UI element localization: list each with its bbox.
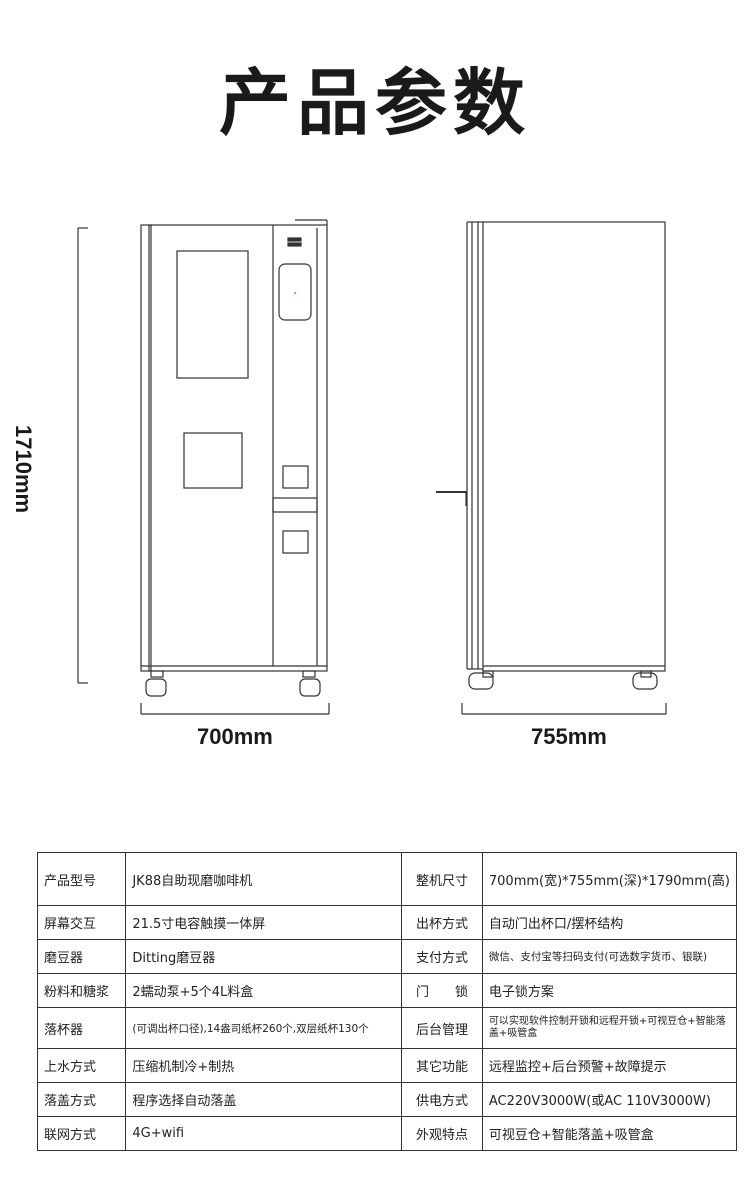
table-row: 上水方式 压缩机制冷+制热 其它功能 远程监控+后台预警+故障提示 <box>36 1048 738 1083</box>
spec-value: 可以实现软件控制开锁和远程开锁+可视豆仓+智能落盖+吸管盒 <box>481 1007 738 1049</box>
spec-value: 程序选择自动落盖 <box>125 1082 403 1117</box>
spec-key: 整机尺寸 <box>401 852 483 906</box>
spec-value: 4G+wifi <box>125 1116 403 1151</box>
spec-value: 微信、支付宝等扫码支付(可选数字货币、银联) <box>481 939 738 974</box>
spec-table: 产品型号 JK88自助现磨咖啡机 整机尺寸 700mm(宽)*755mm(深)*… <box>36 852 738 1151</box>
machine-dimension-drawing <box>77 219 667 715</box>
spec-key: 落杯器 <box>36 1007 127 1049</box>
spec-key: 出杯方式 <box>401 905 483 940</box>
spec-key: 产品型号 <box>36 852 127 906</box>
table-row: 落盖方式 程序选择自动落盖 供电方式 AC220V3000W(或AC 110V3… <box>36 1082 738 1117</box>
spec-value: Ditting磨豆器 <box>125 939 403 974</box>
spec-key: 联网方式 <box>36 1116 127 1151</box>
table-row: 屏幕交互 21.5寸电容触摸一体屏 出杯方式 自动门出杯口/摆杯结构 <box>36 905 738 940</box>
spec-value: 远程监控+后台预警+故障提示 <box>481 1048 738 1083</box>
side-depth-dimension-line <box>461 703 667 715</box>
spec-value: 自动门出杯口/摆杯结构 <box>481 905 738 940</box>
spec-key: 外观特点 <box>401 1116 483 1151</box>
height-dimension-line <box>77 227 88 684</box>
page-title: 产品参数 <box>218 61 531 145</box>
table-row: 联网方式 4G+wifi 外观特点 可视豆仓+智能落盖+吸管盒 <box>36 1116 738 1151</box>
spec-value: 2蠕动泵+5个4L料盒 <box>125 973 403 1008</box>
spec-value: 压缩机制冷+制热 <box>125 1048 403 1083</box>
spec-key: 磨豆器 <box>36 939 127 974</box>
spec-key: 支付方式 <box>401 939 483 974</box>
table-row: 产品型号 JK88自助现磨咖啡机 整机尺寸 700mm(宽)*755mm(深)*… <box>36 852 738 906</box>
spec-value: 21.5寸电容触摸一体屏 <box>125 905 403 940</box>
table-row: 落杯器 (可调出杯口径),14盎司纸杯260个,双层纸杯130个 后台管理 可以… <box>36 1007 738 1049</box>
table-row: 粉料和糖浆 2蠕动泵+5个4L料盒 门 锁 电子锁方案 <box>36 973 738 1008</box>
spec-key: 落盖方式 <box>36 1082 127 1117</box>
spec-value: 700mm(宽)*755mm(深)*1790mm(高) <box>481 852 738 906</box>
spec-key: 供电方式 <box>401 1082 483 1117</box>
spec-key: 屏幕交互 <box>36 905 127 940</box>
spec-value: JK88自助现磨咖啡机 <box>125 852 403 906</box>
spec-value: 可视豆仓+智能落盖+吸管盒 <box>481 1116 738 1151</box>
spec-key: 上水方式 <box>36 1048 127 1083</box>
spec-key: 其它功能 <box>401 1048 483 1083</box>
side-view <box>436 221 666 690</box>
height-dimension-label: 1710mm <box>11 425 36 514</box>
spec-value: 电子锁方案 <box>481 973 738 1008</box>
spec-key: 后台管理 <box>401 1007 483 1049</box>
table-row: 磨豆器 Ditting磨豆器 支付方式 微信、支付宝等扫码支付(可选数字货币、银… <box>36 939 738 974</box>
front-width-dimension-line <box>140 703 330 715</box>
front-width-label: 700mm <box>197 724 273 749</box>
spec-value: (可调出杯口径),14盎司纸杯260个,双层纸杯130个 <box>125 1007 403 1049</box>
spec-key: 门 锁 <box>401 973 483 1008</box>
spec-key: 粉料和糖浆 <box>36 973 127 1008</box>
side-depth-label: 755mm <box>531 724 607 749</box>
front-view <box>140 219 328 697</box>
spec-value: AC220V3000W(或AC 110V3000W) <box>481 1082 738 1117</box>
